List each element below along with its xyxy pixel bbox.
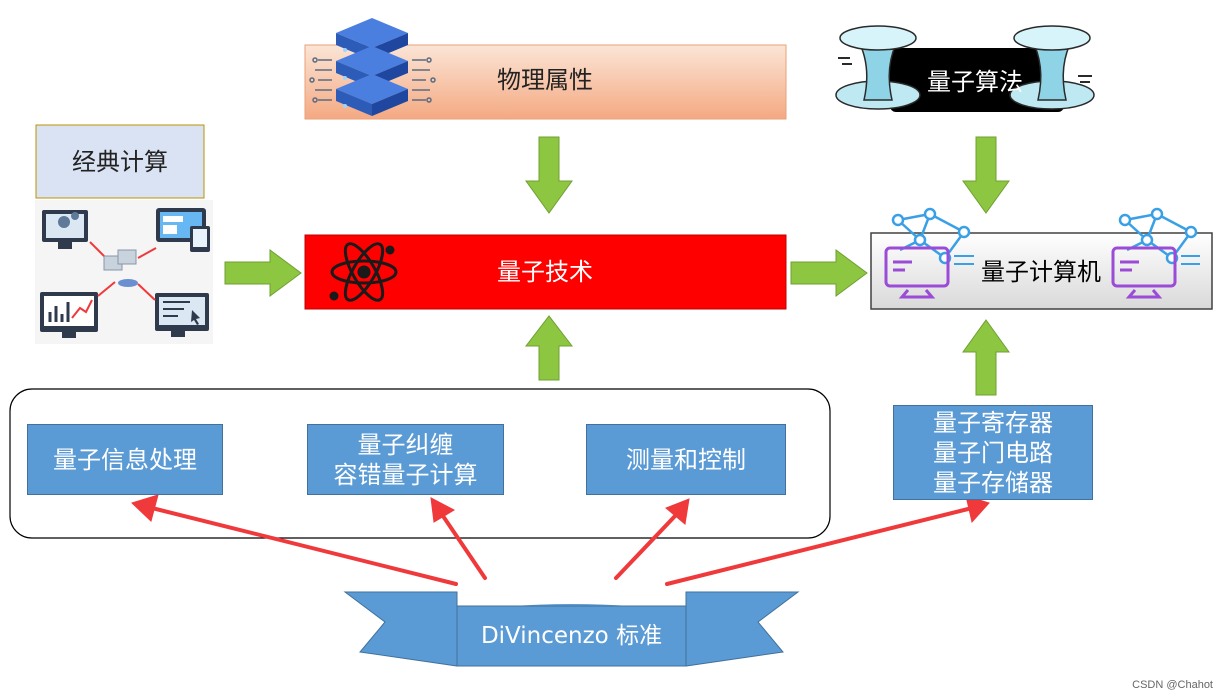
arrow-physical-to-tech [525,136,573,214]
technology-label: 量子技术 [497,258,593,286]
red-arrow-entangle-head [430,497,456,523]
red-arrows [131,494,990,586]
watermark: CSDN @Chahot [1132,679,1213,691]
portal-icon-left [835,25,921,110]
hardware-line-1: 量子寄存器 [933,408,1053,437]
network-computers-icon [35,200,213,344]
standard-ribbon [343,591,800,667]
server-icon [309,18,436,116]
arrow-algorithm-to-computer [962,136,1010,214]
portal-icon-right [1009,25,1095,110]
hardware-line-3: 量子存储器 [933,468,1053,497]
hardware-line-2: 量子门电路 [933,438,1053,467]
technology-box [304,234,787,310]
red-arrow-info-line [150,506,458,586]
red-arrow-info-head [131,494,159,522]
standard-label: DiVincenzo 标准 [480,623,663,649]
entanglement-line-2: 容错量子计算 [333,460,478,489]
arrow-methods-to-tech [524,315,574,381]
entanglement-line-1: 量子纠缠 [357,430,454,459]
classical-box [35,124,205,199]
atom-icon [329,242,398,302]
methods-group [9,388,831,539]
algorithm-label: 量子算法 [927,68,1023,96]
classical-label: 经典计算 [72,148,168,176]
arrow-hardware-to-computer [962,319,1010,396]
red-arrow-entangle-line [441,514,487,580]
network-monitor-icon-left [884,207,974,299]
computer-label: 量子计算机 [981,258,1101,286]
physical-label: 物理属性 [497,66,593,94]
info-processing-box: 量子信息处理 [27,424,223,495]
red-arrow-measure-line [614,513,678,580]
green-arrows [224,136,1010,396]
hardware-box: 量子寄存器 量子门电路 量子存储器 [893,405,1093,500]
red-arrow-hardware-line [665,507,970,586]
entanglement-box: 量子纠缠 容错量子计算 [307,424,504,495]
network-monitor-icon-right [1111,207,1200,299]
red-arrow-measure-head [665,498,690,525]
measure-control-box: 测量和控制 [586,424,786,495]
arrow-classical-to-tech [224,249,302,297]
arrow-tech-to-computer [790,249,868,297]
